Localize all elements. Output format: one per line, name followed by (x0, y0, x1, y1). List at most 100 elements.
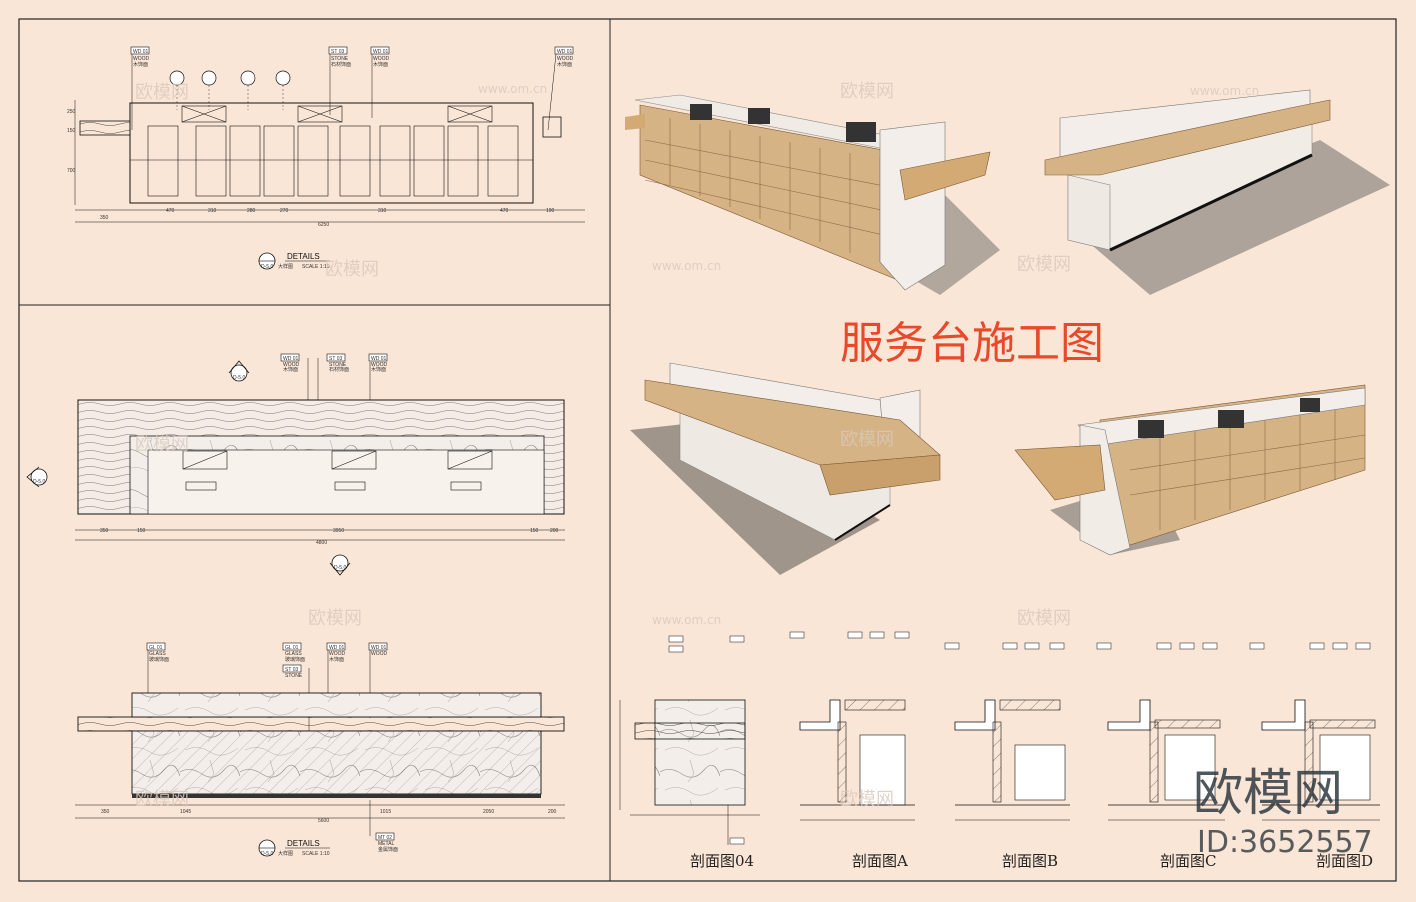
watermark-url: www.om.cn (478, 82, 547, 96)
watermark: 欧模网 (135, 434, 189, 455)
dim-value: 470 (166, 208, 175, 214)
callout-tag: WD 01 WOOD 木饰面 (130, 46, 149, 130)
callout-en: WOOD (557, 56, 573, 62)
callout-tag: GL 01 GLASS 玻璃饰面 (282, 642, 305, 663)
plan-ref: D-5.0 (233, 375, 245, 381)
plan-view: WD 01 WOOD 木饰面 ST 03 STONE 石材饰面 WD 01 WO… (26, 353, 565, 576)
asset-id: ID:3652557 (1197, 825, 1373, 860)
section-label: 剖面图C (1160, 852, 1216, 870)
dim-value: 470 (500, 208, 509, 214)
dim-value: 1045 (180, 809, 191, 815)
sheet-frame (18, 18, 1397, 882)
dim-value: 350 (100, 528, 109, 534)
callout-en: GLASS (285, 651, 302, 657)
callout-en: STONE (331, 56, 349, 62)
callout-code: ST 03 (331, 49, 344, 55)
dim-value: 200 (550, 528, 559, 534)
section-label: 剖面图D (1316, 852, 1373, 870)
callout-cn: 木饰面 (283, 366, 298, 373)
detail-sub: 大样图 (278, 263, 293, 270)
plan-marker-top: D-5.0 (228, 360, 250, 382)
render-back-left (630, 362, 941, 575)
watermark: 欧模网 (325, 259, 379, 280)
section-04 (619, 635, 760, 845)
callout-en: STONE (329, 362, 347, 368)
elevation-bottom: GL 01 GLASS 玻璃饰面 GL 01 GLASS 玻璃饰面 ST 03 … (75, 642, 565, 857)
callout-code: GL 01 (285, 645, 299, 651)
callout-tag: ST 03 STONE 石材饰面 (328, 46, 351, 115)
render-front-right (1014, 384, 1366, 556)
section-markers (169, 70, 291, 110)
callout-code: WD 01 (133, 49, 149, 55)
sheet-title: 服务台施工图 (840, 318, 1104, 369)
watermark: 欧模网 (840, 789, 894, 810)
render-back-right (1044, 89, 1390, 295)
watermark: 欧模网 (1017, 608, 1071, 629)
dim-total: 6250 (318, 222, 329, 228)
callout-cn: 木饰面 (373, 61, 388, 68)
detail-label: DETAILS (287, 839, 320, 848)
dim-side: 700 (67, 168, 76, 174)
callout-en: WOOD (329, 651, 345, 657)
dim-value: 150 (530, 528, 539, 534)
elevation-top: WD 01 WOOD 木饰面 ST 03 STONE 石材饰面 WD 01 WO… (67, 46, 585, 270)
detail-scale: SCALE 1:10 (302, 264, 330, 270)
detail-title-bottom: D-5.0 DETAILS 大样图 SCALE 1:10 (258, 839, 330, 857)
counter-wing-right (542, 116, 562, 138)
dim-total: 5600 (318, 818, 329, 824)
watermark: 欧模网 (308, 608, 362, 629)
dim-value: 280 (247, 208, 256, 214)
callout-tag: WD 01 WOOD 木饰面 (370, 46, 389, 118)
callout-tag: GL 01 GLASS 玻璃饰面 (146, 642, 169, 700)
plan-marker-left: D-5.0 (26, 466, 48, 488)
detail-label: DETAILS (287, 252, 320, 261)
watermarks: 欧模网 www.om.cn 欧模网 www.om.cn 欧模网 欧模网 www.… (135, 81, 1259, 810)
dim-value: 350 (100, 215, 109, 221)
callout-en: WOOD (373, 56, 389, 62)
watermark-url: www.om.cn (652, 613, 721, 627)
detail-sub: 大样图 (278, 850, 293, 857)
section-label: 剖面图B (1002, 852, 1058, 870)
callout-cn: 木饰面 (371, 366, 386, 373)
plan-marker-bottom: D-5.0 (329, 554, 351, 576)
callout-en: METAL (378, 841, 395, 847)
callout-cn: 石材饰面 (331, 61, 351, 68)
callout-en: WOOD (133, 56, 149, 62)
dim-value: 310 (378, 208, 387, 214)
callout-cn: 玻璃饰面 (149, 656, 169, 663)
detail-title-top: D-5.0 DETAILS 大样图 SCALE 1:10 (258, 252, 330, 270)
dim-side: 250 (67, 109, 76, 115)
dim-total: 4800 (316, 540, 327, 546)
watermark: 欧模网 (135, 789, 189, 810)
plan-ref: D-5.0 (33, 479, 45, 485)
callout-code: MT 02 (378, 835, 392, 841)
section-label: 剖面图A (852, 852, 908, 870)
callout-code: GL 01 (149, 645, 163, 651)
callout-cn: 木饰面 (133, 61, 148, 68)
callout-code: ST 03 (285, 667, 298, 673)
dim-side: 150 (67, 128, 76, 134)
callout-code: WD 01 (373, 49, 389, 55)
watermark: 欧模网 (135, 82, 189, 103)
watermark: 欧模网 (840, 81, 894, 102)
watermark-url: www.om.cn (652, 259, 721, 273)
counter-top-slab (77, 716, 565, 732)
callout-code: WD 01 (371, 645, 387, 651)
section-label: 剖面图04 (690, 852, 754, 870)
detail-scale: SCALE 1:10 (302, 851, 330, 857)
callout-cn: 石材饰面 (329, 366, 349, 373)
callout-code: WD 01 (371, 356, 387, 362)
plan-monitors (182, 450, 493, 491)
callout-en: WOOD (371, 362, 387, 368)
section-b (944, 642, 1070, 821)
section-d (1249, 642, 1380, 821)
counter-wing-left (79, 120, 131, 136)
callout-cn: 金属饰面 (378, 846, 398, 853)
callout-cn: 木饰面 (557, 61, 572, 68)
section-c (1096, 642, 1225, 821)
stone-upstand (131, 692, 542, 718)
callout-cn: 木饰面 (329, 656, 344, 663)
watermark-url: www.om.cn (1190, 84, 1259, 98)
